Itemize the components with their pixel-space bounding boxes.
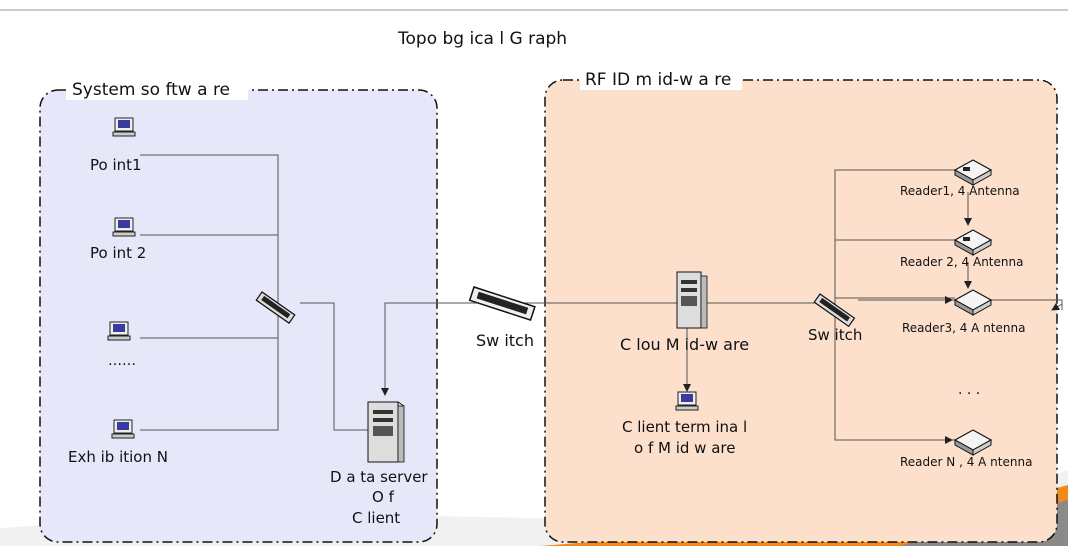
dots-label: …… xyxy=(108,353,136,369)
pc-icon-exhibition xyxy=(111,419,135,439)
data-server-line1: D a ta server xyxy=(330,468,428,486)
switch-icon-main xyxy=(468,286,536,322)
reader2-label: Reader 2, 4 Antenna xyxy=(900,255,1023,269)
rfid-region-label: RF ID m id-w a re xyxy=(585,70,731,90)
switch-rfid-label: Sw itch xyxy=(808,326,862,344)
switch-main-label: Sw itch xyxy=(476,331,534,350)
edge-arrow xyxy=(1051,302,1063,311)
system-region-label: System so ftw a re xyxy=(72,80,230,100)
pc-icon-point2 xyxy=(112,217,136,237)
point2-label: Po int 2 xyxy=(90,244,146,262)
readerN-label: Reader N , 4 A ntenna xyxy=(900,455,1032,469)
pc-icon-point1 xyxy=(112,117,136,137)
middleware-label: C lou M id-w are xyxy=(620,335,749,354)
exhibition-label: Exh ib ition N xyxy=(68,448,168,466)
system-connectors xyxy=(140,154,370,431)
switch-to-data-server-connector xyxy=(381,302,512,396)
rfid-middleware-region xyxy=(544,79,1058,543)
reader-dots-label: · · · xyxy=(958,386,980,402)
reader-icon-3 xyxy=(953,289,993,316)
diagram-title: Topo bg ica l G raph xyxy=(397,29,567,49)
server-icon-middleware xyxy=(676,271,708,329)
hub-icon-left xyxy=(255,291,296,324)
client-terminal-line2: o f M id w are xyxy=(634,439,735,457)
data-server-line3: C lient xyxy=(352,509,400,527)
reader-icon-2 xyxy=(953,229,993,256)
data-server-line2: O f xyxy=(372,488,395,506)
rfid-connectors xyxy=(512,169,1063,441)
reader3-label: Reader3, 4 A ntenna xyxy=(902,321,1025,335)
reader-icon-n xyxy=(953,429,993,456)
hub-icon-rfid xyxy=(813,293,856,328)
reader-icon-1 xyxy=(953,159,993,186)
point1-label: Po int1 xyxy=(90,156,142,174)
reader1-label: Reader1, 4 Antenna xyxy=(900,184,1020,198)
client-terminal-line1: C lient term ina l xyxy=(622,418,747,436)
pc-icon-dots xyxy=(107,321,131,341)
pc-icon-client-terminal xyxy=(675,391,699,411)
server-icon-data-server xyxy=(367,401,405,463)
